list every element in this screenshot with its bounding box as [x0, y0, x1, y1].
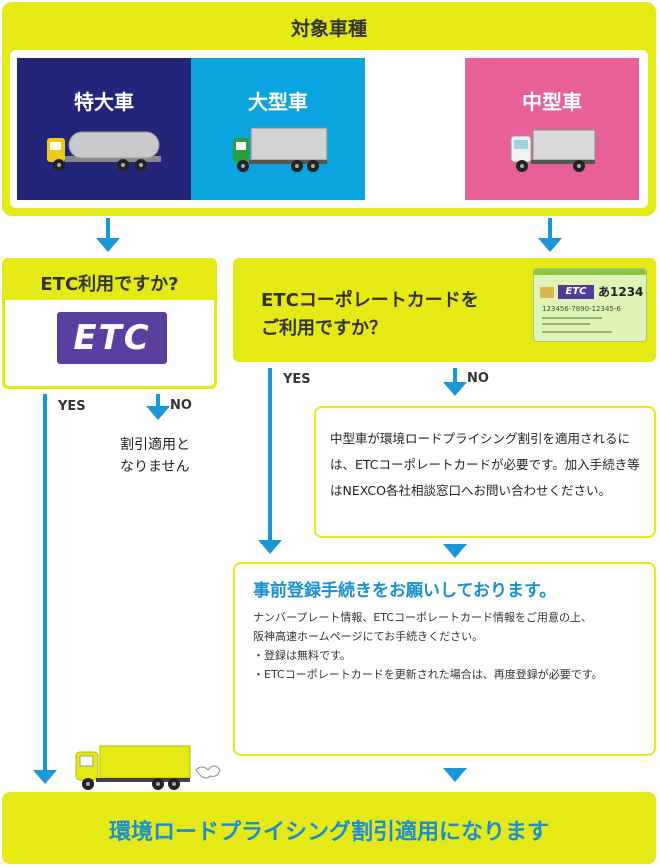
etc-no-result: 割引適用と なりません [120, 437, 190, 475]
vehicle-label: 特大車 [74, 90, 134, 114]
card-fineprint [542, 331, 612, 333]
etc-logo-panel: ETC [5, 300, 214, 386]
vehicle-card-chugata: 中型車 [465, 58, 639, 200]
tanker-truck-icon [47, 131, 161, 171]
registration-line: ナンバープレート情報、ETCコーポレートカード情報をご用意の上、 [253, 611, 593, 624]
etc-logo: ETC [57, 312, 167, 364]
etc-yes-arrow [43, 394, 47, 772]
corporate-no-arrow [453, 368, 457, 384]
arrow-to-corporate-question [548, 218, 552, 240]
etc-question-box: ETC利用ですか? ETC [2, 258, 217, 389]
card-fineprint [542, 323, 590, 325]
arrow-head [538, 238, 562, 252]
etc-no-arrow [156, 394, 160, 408]
no-card-info-panel: 中型車が環境ロードプライシング割引を適用されるには、ETCコーポレートカードが必… [314, 406, 656, 538]
etc-logo-text: ETC [73, 318, 151, 358]
corporate-card-question-box: ETCコーポレートカードを ご利用ですか？ ETC あ1234 123456-7… [233, 258, 656, 362]
card-number-sub: 123456-7890-12345-6 [542, 305, 621, 313]
etc-question-title: ETC利用ですか? [40, 274, 179, 295]
corporate-no-label: NO [467, 371, 489, 386]
yellow-truck-icon [75, 745, 221, 790]
corporate-question-line2: ご利用ですか？ [261, 318, 387, 339]
arrow-head [443, 382, 467, 396]
registration-line: ・ETCコーポレートカードを更新された場合は、再度登録が必要です。 [253, 668, 603, 681]
corporate-question-line1: ETCコーポレートカードを [261, 290, 479, 311]
card-etc-brand: ETC [558, 285, 594, 299]
vehicle-label: 中型車 [522, 90, 582, 114]
corporate-yes-arrow [268, 368, 272, 542]
target-vehicles-box: 対象車種 特大車 大型車 中型車 [2, 2, 656, 216]
medium-truck-icon [510, 129, 596, 172]
card-fineprint [542, 317, 602, 319]
vehicle-card-tokudai: 特大車 [17, 58, 191, 200]
card-number-top: あ1234 [598, 285, 644, 299]
etc-yes-label: YES [58, 399, 86, 414]
etc-corporate-card-image: ETC あ1234 123456-7890-12345-6 [533, 268, 647, 342]
card-chip-icon [540, 287, 554, 298]
arrow-head [96, 238, 120, 252]
large-truck-icon [233, 127, 328, 172]
card-stripe [534, 269, 646, 275]
arrow-head [443, 768, 467, 782]
registration-panel: 事前登録手続きをお願いしております。 ナンバープレート情報、ETCコーポレートカ… [233, 562, 656, 756]
corporate-yes-label: YES [283, 372, 311, 387]
vehicle-card-ogata: 大型車 [191, 58, 365, 200]
registration-title: 事前登録手続きをお願いしております。 [253, 581, 557, 601]
arrow-head [443, 544, 467, 558]
vehicle-label: 大型車 [248, 90, 308, 114]
registration-line: ・登録は無料です。 [253, 649, 351, 662]
arrow-head [33, 770, 57, 784]
target-vehicles-title: 対象車種 [290, 18, 367, 40]
arrow-head [146, 406, 170, 420]
arrow-head [258, 540, 282, 554]
etc-no-label: NO [170, 398, 192, 413]
registration-body: ナンバープレート情報、ETCコーポレートカード情報をご用意の上、 阪神高速ホーム… [253, 608, 651, 684]
result-text: 環境ロードプライシング割引適用になります [108, 820, 549, 845]
registration-line: 阪神高速ホームページにてお手続きください。 [253, 630, 484, 643]
result-banner: 環境ロードプライシング割引適用になります [2, 792, 656, 864]
arrow-to-etc-question [106, 218, 110, 240]
no-card-info-text: 中型車が環境ロードプライシング割引を適用されるには、ETCコーポレートカードが必… [330, 431, 640, 498]
